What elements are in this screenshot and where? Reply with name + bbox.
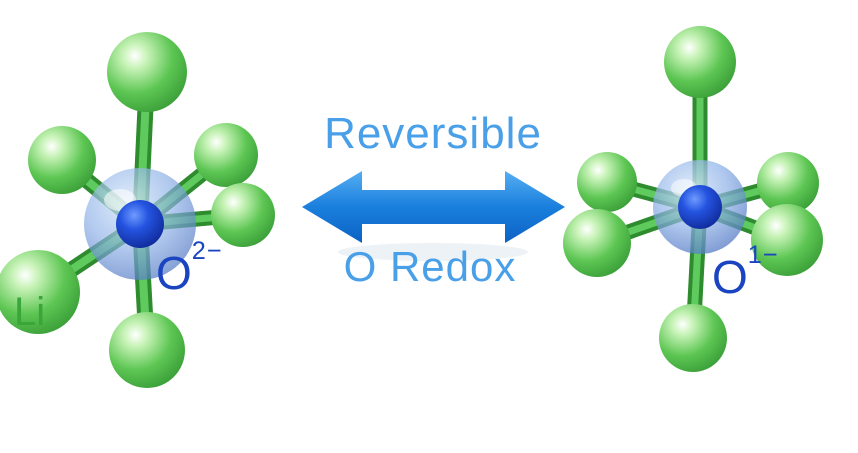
li-atom	[664, 26, 736, 98]
oxygen-core	[116, 200, 164, 248]
li-label: Li	[14, 290, 46, 334]
arrow-reflection	[338, 243, 528, 261]
li-atom	[577, 152, 637, 212]
li-atom	[109, 312, 185, 388]
oxygen-label-right-charge: 1−	[747, 240, 779, 269]
oxygen-core	[678, 185, 722, 229]
li-atom	[194, 123, 258, 187]
redox-arrow	[302, 171, 565, 261]
li-atom	[757, 152, 819, 214]
oxygen-label-left-charge: 2−	[191, 236, 223, 265]
right-molecule	[563, 26, 823, 372]
left-molecule	[0, 32, 275, 388]
oxygen-label-right-base: O	[712, 251, 748, 303]
li-atom	[659, 304, 727, 372]
reversible-label: Reversible	[324, 109, 542, 158]
double-arrow	[302, 171, 565, 243]
li-atom	[211, 183, 275, 247]
li-atom	[563, 209, 631, 277]
li-atom	[28, 126, 96, 194]
li-atom	[107, 32, 187, 112]
oxygen-label-left: O2−	[156, 238, 223, 299]
oxygen-label-left-base: O	[156, 247, 192, 299]
li-atom	[751, 204, 823, 276]
li-atom	[0, 250, 80, 334]
oxygen-label-right: O1−	[712, 242, 779, 303]
o-redox-label: O Redox	[343, 243, 517, 290]
